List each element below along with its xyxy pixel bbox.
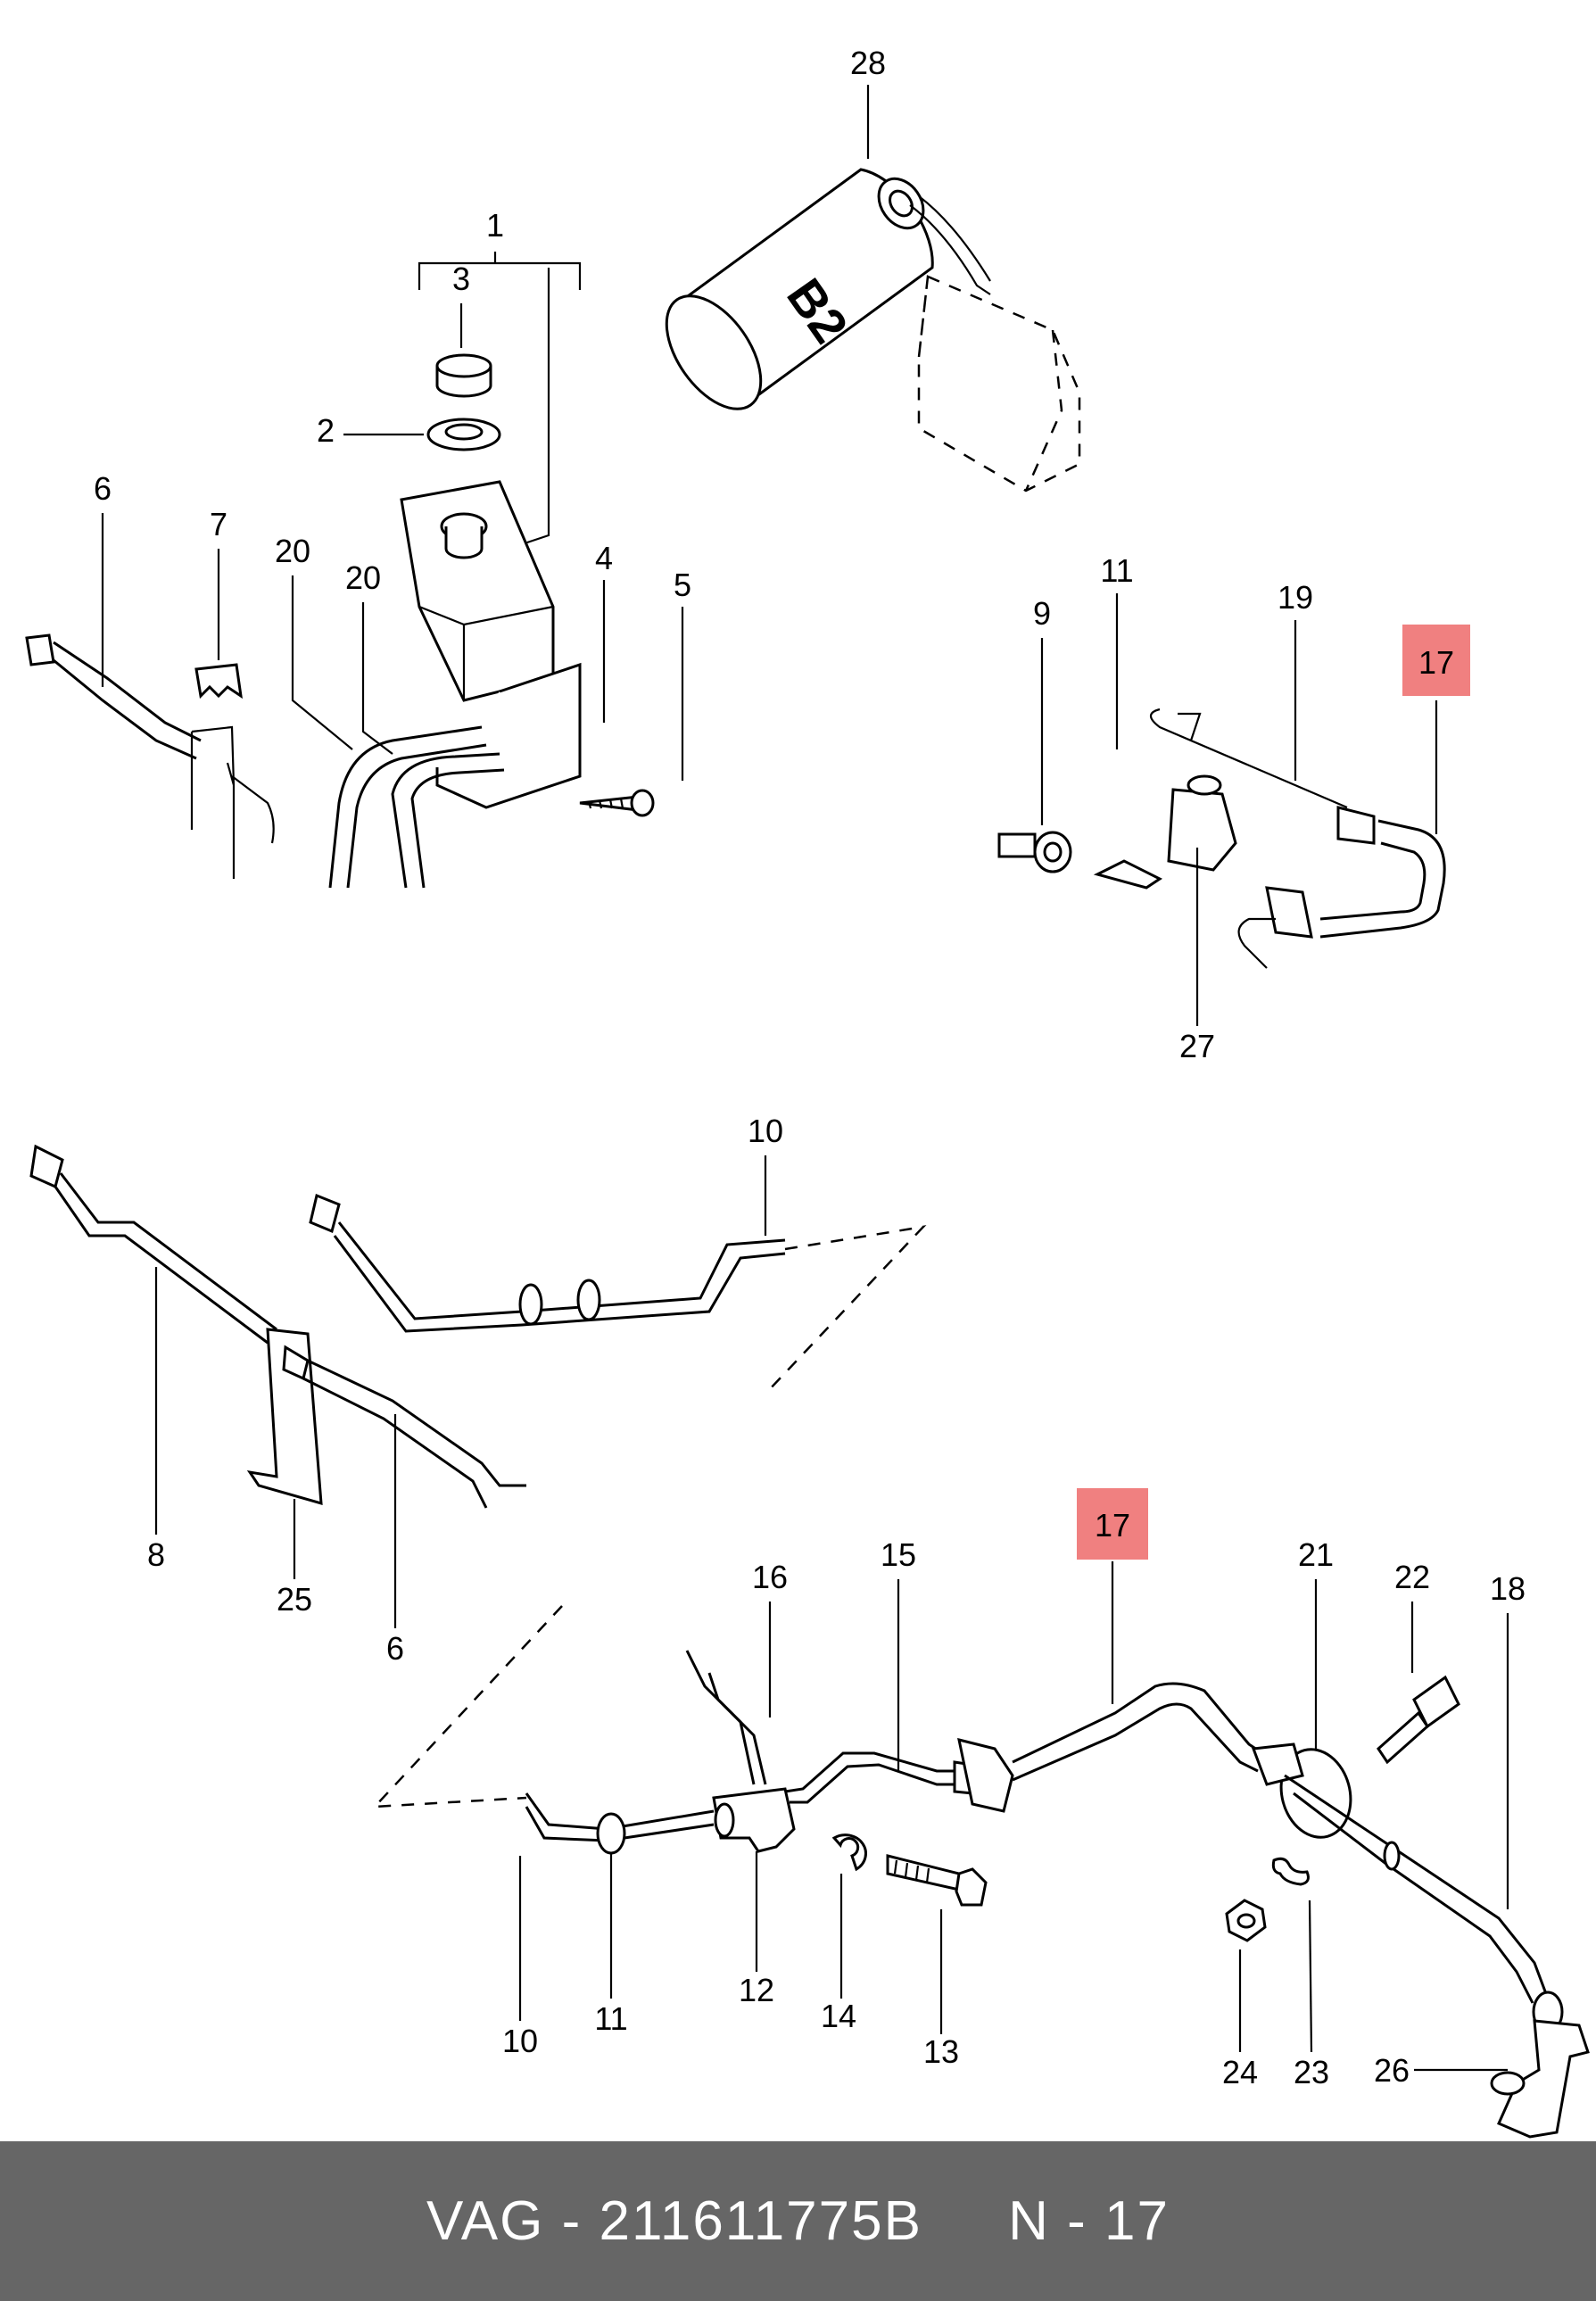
label-6a: 6 (94, 470, 112, 507)
clip-7 (194, 663, 243, 699)
label-10b: 10 (502, 2023, 538, 2059)
label-28: 28 (850, 45, 886, 81)
label-21: 21 (1298, 1536, 1334, 1573)
pipe-10-lower (525, 1792, 715, 1855)
washer-23 (1271, 1857, 1310, 1886)
pipe-10-upper (309, 1193, 927, 1393)
label-27: 27 (1179, 1028, 1215, 1064)
footer-ref-number: 17 (1104, 2190, 1170, 2252)
label-17-highlight-top (1402, 625, 1470, 696)
label-13: 13 (923, 2033, 959, 2070)
bracket-27 (1093, 774, 1237, 890)
label-17b: 17 (1095, 1507, 1130, 1544)
footer-gap (922, 2189, 1008, 2253)
label-24: 24 (1222, 2054, 1258, 2090)
label-11a: 11 (1100, 552, 1133, 589)
footer-part-number: 211611775B (599, 2190, 922, 2252)
label-17-highlight-bottom (1077, 1488, 1148, 1560)
label-25: 25 (277, 1581, 312, 1618)
label-2: 2 (317, 412, 335, 449)
label-15: 15 (881, 1536, 916, 1573)
canister-28 (665, 168, 1081, 492)
bolt-22 (1377, 1675, 1460, 1765)
pipe-8 (29, 1144, 277, 1345)
pipe-18 (1284, 1774, 1550, 2004)
label-8: 8 (147, 1536, 165, 1573)
label-19: 19 (1278, 579, 1313, 616)
footer-separator-2: - (1049, 2190, 1104, 2252)
label-22: 22 (1394, 1559, 1430, 1595)
tee-12 (685, 1650, 796, 1853)
label-4: 4 (595, 540, 613, 576)
label-5: 5 (674, 567, 691, 603)
label-7: 7 (210, 506, 227, 542)
hose-20 (328, 725, 505, 889)
footer-brand: VAG (426, 2190, 545, 2252)
label-20b: 20 (345, 559, 381, 596)
lock-washer-14 (831, 1833, 867, 1872)
label-23: 23 (1294, 2054, 1329, 2090)
label-9: 9 (1033, 595, 1051, 632)
label-11b: 11 (594, 2000, 627, 2037)
reservoir-cap-3 (435, 353, 492, 398)
bracket-26 (1490, 1991, 1590, 2139)
reservoir-1 (400, 480, 555, 702)
label-3: 3 (452, 261, 470, 297)
bolt-13 (886, 1854, 988, 1907)
hose-6-lower (302, 1359, 526, 1509)
grommet-21 (1251, 1742, 1352, 1839)
nut-24 (1225, 1899, 1267, 1942)
hose-17-lower (957, 1682, 1263, 1813)
label-1: 1 (486, 207, 504, 244)
label-6c: 6 (386, 1630, 404, 1667)
label-26: 26 (1374, 2052, 1410, 2089)
label-14: 14 (821, 1998, 856, 2034)
hose-17-upper (1237, 806, 1446, 969)
bracket-25 (246, 1328, 323, 1506)
label-20a: 20 (275, 533, 310, 569)
parts-diagram: 28 B2 1 3 2 4 5 20 20 6 (25, 45, 1590, 2139)
label-10a: 10 (748, 1113, 783, 1149)
pipe-15 (784, 1751, 974, 1804)
hose-6-upper (25, 633, 202, 760)
footer-ref-prefix: N (1008, 2190, 1050, 2252)
label-18: 18 (1490, 1570, 1526, 1607)
label-17a: 17 (1418, 644, 1454, 681)
screw-5 (579, 789, 655, 817)
label-12: 12 (739, 1972, 774, 2008)
footer-bar: VAG - 211611775B N - 17 (0, 2141, 1596, 2301)
label-16: 16 (752, 1559, 788, 1595)
bolt-9 (997, 831, 1072, 873)
footer-separator: - (544, 2190, 600, 2252)
seal-2 (426, 418, 501, 451)
